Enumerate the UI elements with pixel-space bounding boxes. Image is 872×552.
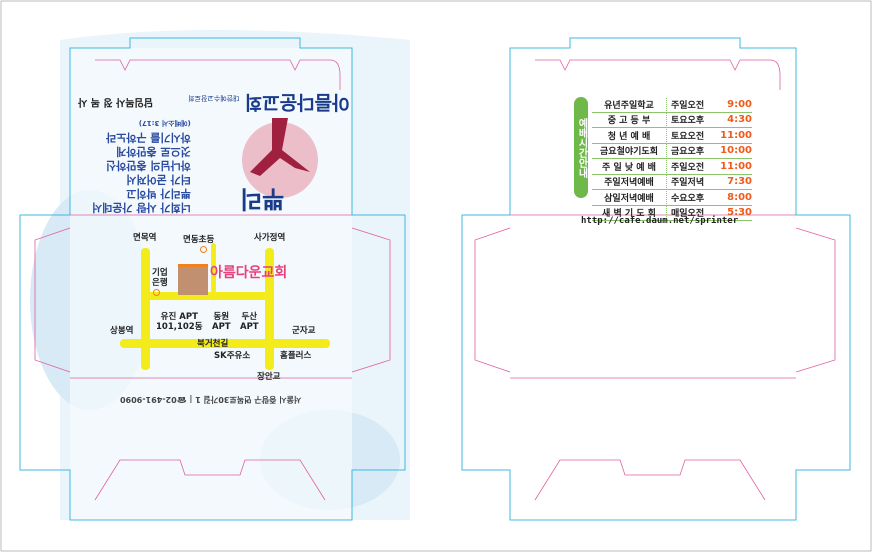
poi-marker <box>153 289 160 296</box>
church-title: 아름다운교회 대한예수교장로회 <box>188 90 350 117</box>
verse-reference: (에베소서 3:17) <box>138 119 191 127</box>
verse-line: 것으로 충만하게 <box>116 145 191 158</box>
church-name: 아름다운교회 <box>245 91 350 113</box>
pastor-line: 담임목사 정 목 사 <box>78 96 153 107</box>
label-school: 면동초등 <box>183 235 215 245</box>
label-gunja: 군자교 <box>292 326 316 336</box>
tree-illustration <box>242 118 318 198</box>
label-sangbong: 상봉역 <box>110 326 134 336</box>
verse-line: 터가 굳어져서 <box>126 173 191 186</box>
verse-line: 하나님의 충만하신 <box>105 159 191 172</box>
verse-line: 뿌리가 박히고 <box>126 187 191 200</box>
verse-block: 너희가 사랑 가운데서 뿌리가 박히고 터가 굳어져서 하나님의 충만하신 것으… <box>92 116 191 214</box>
label-homeplus: 홈플러스 <box>280 351 312 361</box>
label-jangan: 장안교 <box>257 372 281 382</box>
address: 서울시 중랑구 면목로30가길 1 | ☎02-491-9090 <box>120 395 302 404</box>
label-church: 아름다운교회 <box>210 265 288 281</box>
verse-line: 하시기를 구하노라 <box>105 131 191 144</box>
title-art: 뿌리 <box>240 185 285 213</box>
denomination: 대한예수교장로회 <box>188 94 241 102</box>
label-apt2: 동원 APT <box>212 312 231 332</box>
label-road: 북거천길 <box>197 339 229 349</box>
verse-line: 너희가 사랑 가운데서 <box>92 201 191 214</box>
label-bank: 기업 은행 <box>152 268 168 288</box>
label-myeonmok: 면목역 <box>133 233 157 243</box>
poi-marker <box>200 246 207 253</box>
label-apt3: 두산 APT <box>240 312 259 332</box>
cafe-url: http://cafe.daum.net/sprinter <box>581 216 739 226</box>
label-sk: SK주유소 <box>214 351 251 361</box>
church-icon <box>178 264 208 295</box>
label-apt1: 유진 APT 101,102동 <box>156 312 203 332</box>
schedule-title: 예배시간안내 <box>574 97 588 198</box>
label-sagajeong: 사가정역 <box>254 233 286 243</box>
